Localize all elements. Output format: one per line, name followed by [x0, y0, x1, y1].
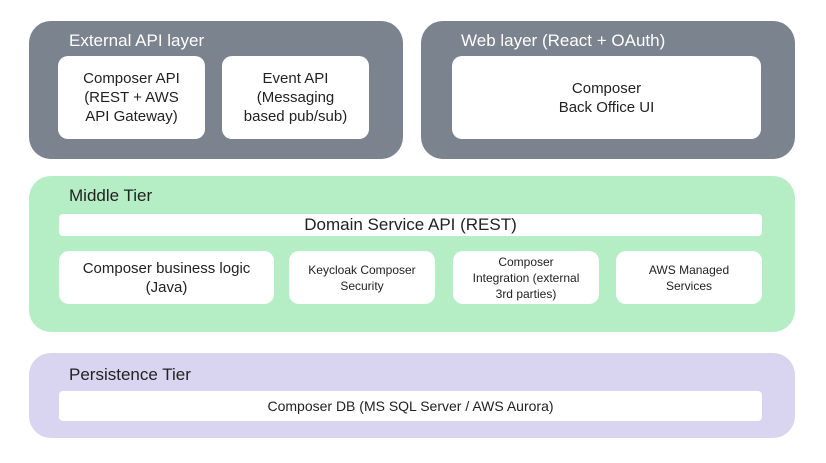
external-api-layer-title: External API layer	[69, 31, 205, 50]
back-office-ui-box: Composer Back Office UI	[452, 56, 761, 139]
aws-managed-services-box: AWS Managed Services	[616, 251, 762, 304]
composer-db-bar: Composer DB (MS SQL Server / AWS Aurora)	[59, 391, 762, 421]
external-api-layer-panel: External API layer Composer API (REST + …	[29, 21, 403, 159]
composer-api-box: Composer API (REST + AWS API Gateway)	[58, 56, 205, 139]
domain-service-api-bar: Domain Service API (REST)	[59, 214, 762, 236]
event-api-box: Event API (Messaging based pub/sub)	[222, 56, 369, 139]
web-layer-title: Web layer (React + OAuth)	[461, 31, 666, 50]
web-layer-panel: Web layer (React + OAuth) Composer Back …	[421, 21, 795, 159]
integration-box: Composer Integration (external 3rd parti…	[453, 251, 599, 304]
middle-tier-panel: Middle Tier Domain Service API (REST) Co…	[29, 176, 795, 332]
persistence-tier-title: Persistence Tier	[69, 365, 191, 384]
business-logic-box: Composer business logic (Java)	[59, 251, 274, 304]
keycloak-security-box: Keycloak Composer Security	[289, 251, 435, 304]
middle-tier-title: Middle Tier	[69, 186, 153, 205]
persistence-tier-panel: Persistence Tier Composer DB (MS SQL Ser…	[29, 353, 795, 438]
